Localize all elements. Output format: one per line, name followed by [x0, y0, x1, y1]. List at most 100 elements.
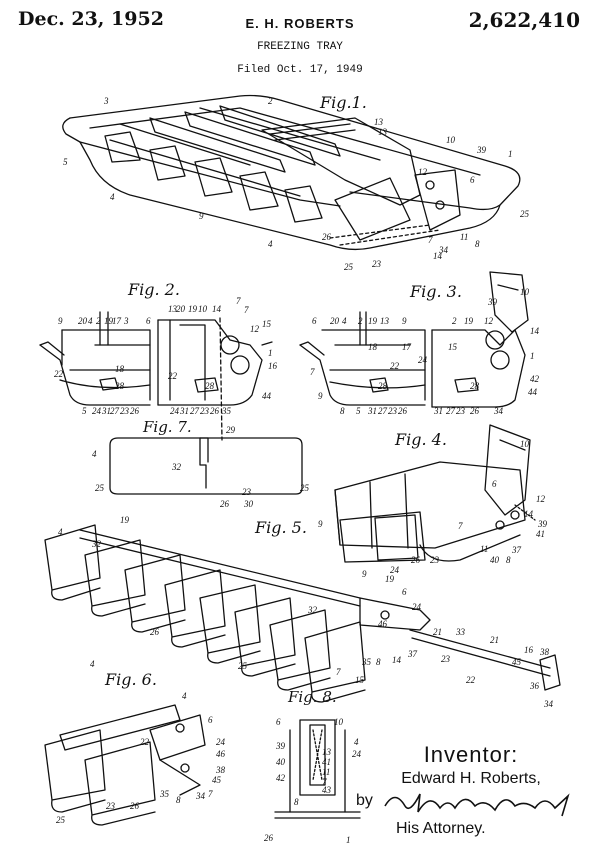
reference-numeral-fig3: 27: [378, 407, 387, 416]
reference-numeral-fig6: 45: [212, 776, 221, 785]
reference-numeral-fig2: 4: [88, 317, 93, 326]
reference-numeral-fig5: 45: [512, 658, 521, 667]
reference-numeral-fig4: 7: [458, 522, 463, 531]
reference-numeral-fig4: 23: [430, 556, 439, 565]
reference-numeral-fig1: 25: [520, 210, 529, 219]
reference-numeral-fig2: 12: [250, 325, 259, 334]
reference-numeral-fig2: 28: [205, 382, 214, 391]
reference-numeral-fig3: 24: [418, 356, 427, 365]
reference-numeral-fig8: 13: [322, 748, 331, 757]
reference-numeral-fig5: 16: [524, 646, 533, 655]
reference-numeral-fig4: 12: [536, 495, 545, 504]
reference-numeral-fig5: 7: [336, 668, 341, 677]
reference-numeral-fig2: 27: [190, 407, 199, 416]
reference-numeral-fig2: 6: [146, 317, 151, 326]
reference-numeral-fig5: 33: [456, 628, 465, 637]
reference-numeral-fig1: 4: [110, 193, 115, 202]
reference-numeral-fig2: 22: [168, 372, 177, 381]
reference-numeral-fig6: 46: [216, 750, 225, 759]
reference-numeral-fig5: 4: [90, 660, 95, 669]
reference-numeral-fig2: 26: [130, 407, 139, 416]
figure-4-label: Fig. 4.: [395, 430, 447, 449]
reference-numeral-fig1: 9: [199, 212, 204, 221]
reference-numeral-fig1: 3: [104, 97, 109, 106]
reference-numeral-fig3: 27: [446, 407, 455, 416]
reference-numeral-fig2: 26: [210, 407, 219, 416]
inventor-label: Inventor:: [356, 742, 586, 768]
reference-numeral-fig5: 24: [412, 603, 421, 612]
reference-numeral-fig3: 23: [388, 407, 397, 416]
reference-numeral-fig5: 21: [490, 636, 499, 645]
reference-numeral-fig1: 34: [439, 246, 448, 255]
reference-numeral-fig3: 10: [520, 288, 529, 297]
reference-numeral-fig1: 6: [470, 176, 475, 185]
reference-numeral-fig2: 20: [78, 317, 87, 326]
reference-numeral-fig6: 23: [106, 802, 115, 811]
reference-numeral-fig4: 6: [492, 480, 497, 489]
reference-numeral-fig2: 28: [115, 382, 124, 391]
reference-numeral-fig4: 11: [480, 545, 488, 554]
reference-numeral-fig8: 8: [294, 798, 299, 807]
reference-numeral-fig8: 10: [334, 718, 343, 727]
reference-numeral-fig5: 19: [385, 575, 394, 584]
reference-numeral-fig3: 13: [380, 317, 389, 326]
reference-numeral-fig1: 1: [508, 150, 513, 159]
reference-numeral-fig1: 4: [268, 240, 273, 249]
reference-numeral-fig1: 13: [374, 118, 383, 127]
reference-numeral-fig2: 20: [176, 305, 185, 314]
reference-numeral-fig6: 26: [130, 802, 139, 811]
reference-numeral-fig4: 9: [318, 520, 323, 529]
reference-numeral-fig3: 42: [530, 375, 539, 384]
reference-numeral-fig8: 6: [276, 718, 281, 727]
figure-6-label: Fig. 6.: [105, 670, 157, 689]
reference-numeral-fig1: 26: [322, 233, 331, 242]
reference-numeral-fig1: 11: [460, 233, 468, 242]
reference-numeral-fig8: 26: [264, 834, 273, 843]
reference-numeral-fig3: 15: [448, 343, 457, 352]
reference-numeral-fig3: 8: [340, 407, 345, 416]
reference-numeral-fig2: 22: [54, 370, 63, 379]
reference-numeral-fig3: 18: [368, 343, 377, 352]
reference-numeral-fig4: 40: [490, 556, 499, 565]
reference-numeral-fig4: 41: [536, 530, 545, 539]
reference-numeral-fig8: 11: [322, 768, 330, 777]
reference-numeral-fig5: 46: [378, 620, 387, 629]
reference-numeral-fig7: 29: [226, 426, 235, 435]
reference-numeral-fig3: 14: [530, 327, 539, 336]
reference-numeral-fig3: 6: [312, 317, 317, 326]
reference-numeral-fig6: 25: [56, 816, 65, 825]
attorney-signature: [380, 784, 580, 818]
reference-numeral-fig5: 6: [402, 588, 407, 597]
reference-numeral-fig1: 23: [372, 260, 381, 269]
reference-numeral-fig2: 9: [58, 317, 63, 326]
reference-numeral-fig3: 26: [470, 407, 479, 416]
reference-numeral-fig3: 4: [342, 317, 347, 326]
reference-numeral-fig5: 38: [540, 648, 549, 657]
reference-numeral-fig4: 10: [520, 440, 529, 449]
reference-numeral-fig3: 5: [356, 407, 361, 416]
reference-numeral-fig2: 31: [180, 407, 189, 416]
reference-numeral-fig2: 10: [198, 305, 207, 314]
figure-5-label: Fig. 5.: [255, 518, 307, 537]
reference-numeral-fig2: 23: [200, 407, 209, 416]
reference-numeral-fig2: 5: [82, 407, 87, 416]
reference-numeral-fig5: 35: [362, 658, 371, 667]
reference-numeral-fig5: 25: [238, 662, 247, 671]
reference-numeral-fig5: 37: [408, 650, 417, 659]
reference-numeral-fig3: 9: [318, 392, 323, 401]
reference-numeral-fig2: 1: [268, 349, 273, 358]
reference-numeral-fig1: 10: [446, 136, 455, 145]
reference-numeral-fig4: 14: [524, 510, 533, 519]
reference-numeral-fig6: 38: [216, 766, 225, 775]
reference-numeral-fig4: 39: [538, 520, 547, 529]
reference-numeral-fig5: 23: [441, 655, 450, 664]
figure-8-drawing: [275, 720, 360, 818]
reference-numeral-fig2: 27: [110, 407, 119, 416]
reference-numeral-fig3: 28: [378, 382, 387, 391]
reference-numeral-fig8: 42: [276, 774, 285, 783]
reference-numeral-fig1: 12: [418, 168, 427, 177]
reference-numeral-fig2: 7: [244, 306, 249, 315]
reference-numeral-fig1: 2: [268, 97, 273, 106]
figure-2-label: Fig. 2.: [128, 280, 180, 299]
reference-numeral-fig2: 35: [222, 407, 231, 416]
